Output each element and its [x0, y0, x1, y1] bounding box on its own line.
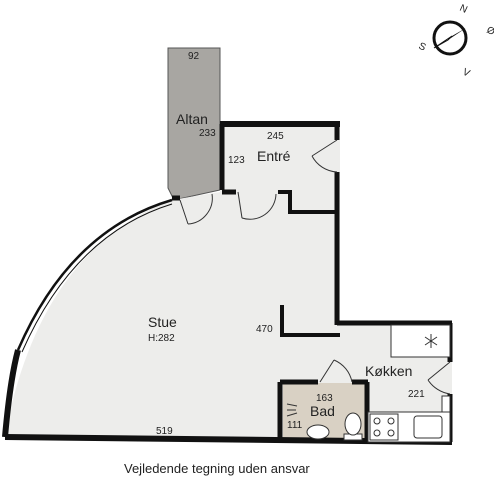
door-bad [319, 359, 353, 383]
stue-dim-width: 519 [156, 426, 173, 437]
curved-window [16, 198, 173, 351]
kitchen-sink [413, 415, 443, 439]
altan-dim-length: 233 [199, 128, 216, 139]
altan-dim-width: 92 [188, 51, 200, 62]
compass-label-east: Ø [485, 25, 494, 38]
kokken-dim: 221 [408, 389, 425, 400]
compass-needle-north [448, 28, 466, 40]
compass: N Ø S V [417, 3, 494, 80]
stue-label: Stue [148, 314, 177, 330]
bath-fixtures [286, 403, 363, 441]
burner-2 [387, 417, 395, 425]
burner-1 [373, 417, 381, 425]
entre-dim-depth: 123 [228, 155, 245, 166]
mid-partition [280, 305, 340, 337]
toilet-bowl [344, 412, 362, 436]
bad-dim-depth: 111 [287, 420, 303, 431]
altan-label: Altan [176, 111, 208, 127]
compass-label-south: S [417, 41, 428, 54]
snowflake-icon [424, 334, 438, 348]
stue-floor [5, 122, 452, 442]
room-floors [5, 122, 452, 442]
kitchen-fixtures [367, 324, 451, 443]
burner-4 [387, 429, 395, 437]
door-stue-entre [237, 191, 277, 220]
entre-partition-2 [278, 190, 337, 214]
stove [369, 413, 399, 441]
door-entre-front [311, 139, 338, 173]
bath-sink [306, 424, 330, 440]
entre-label: Entré [257, 148, 291, 164]
labels: 92 Altan 233 245 Entré 123 Stue H:282 47… [124, 51, 425, 476]
compass-label-west: V [461, 67, 472, 80]
burner-3 [373, 429, 381, 437]
door-kitchen [427, 361, 451, 395]
room-altan [167, 47, 221, 201]
curved-wall [2, 349, 21, 438]
compass-label-north: N [458, 3, 469, 16]
kitchen-cabinet [441, 395, 451, 413]
fridge [390, 324, 451, 358]
bad-label: Bad [310, 403, 335, 419]
compass-ring [432, 20, 468, 56]
stue-height: H:282 [148, 333, 175, 344]
shower-icon [286, 403, 298, 417]
door-altan [179, 193, 213, 225]
disclaimer-text: Vejledende tegning uden ansvar [124, 461, 310, 476]
stue-dim-depth: 470 [256, 324, 273, 335]
bad-dim-width: 163 [316, 393, 333, 404]
compass-needle-south [433, 35, 453, 49]
altan-floor [167, 47, 221, 201]
curved-window-inner [21, 203, 173, 353]
entre-dim-width: 245 [267, 131, 284, 142]
doors [179, 139, 451, 395]
kokken-label: Køkken [365, 363, 412, 379]
